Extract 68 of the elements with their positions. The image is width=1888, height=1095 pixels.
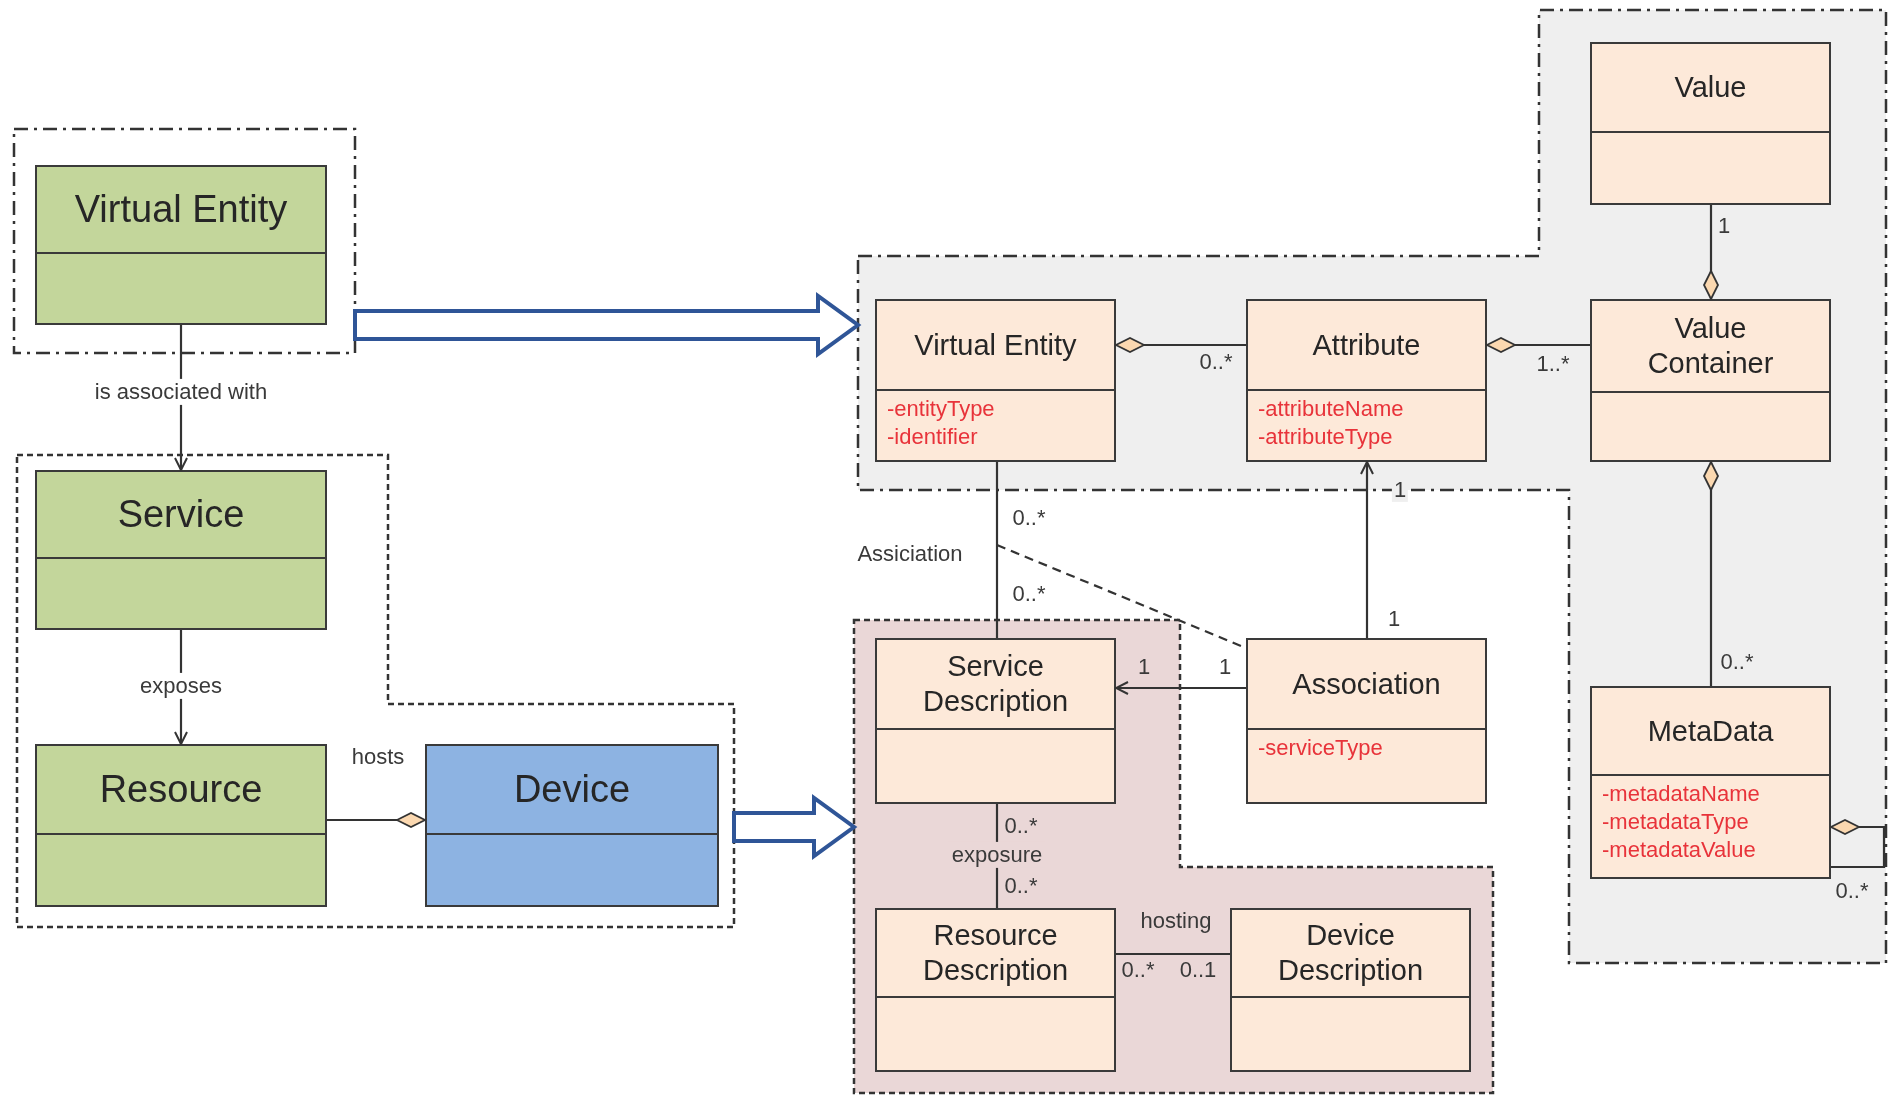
block-arrow <box>353 292 862 358</box>
aggregation-line <box>1115 337 1246 353</box>
attribute-text: -entityType <box>887 395 996 423</box>
class-name: MetaData <box>1647 713 1774 749</box>
multiplicity-label: 1 <box>1218 654 1232 680</box>
aggregation-line <box>1703 205 1719 300</box>
class-name: Resource <box>99 766 263 812</box>
class-box <box>35 744 327 907</box>
arrow <box>174 630 188 745</box>
attribute-text: -serviceType <box>1258 734 1384 762</box>
class-name: Device <box>513 766 631 812</box>
arrow <box>1115 681 1246 695</box>
class-name: Device Description <box>1276 918 1425 988</box>
multiplicity-label: 0..* <box>1012 505 1046 531</box>
class-name: Service Description <box>921 649 1070 719</box>
attribute-text: -attributeName <box>1258 395 1405 423</box>
class-box <box>35 165 327 325</box>
multiplicity-label: 0..* <box>1199 349 1233 375</box>
class-name: Value Container <box>1646 311 1775 381</box>
multiplicity-label: 1..* <box>1536 351 1570 377</box>
block-arrow <box>732 794 858 860</box>
class-box <box>1246 299 1487 462</box>
multiplicity-label: 0..* <box>1004 873 1038 899</box>
association-name: Assiciation <box>857 541 963 567</box>
dashed-region <box>14 129 355 353</box>
arrow <box>1360 461 1374 638</box>
class-box <box>425 744 719 907</box>
class-box <box>875 638 1116 804</box>
class-box <box>1590 42 1831 205</box>
connector-line <box>995 804 999 908</box>
class-name: Association <box>1292 666 1441 702</box>
multiplicity-label: 0..1 <box>1179 957 1217 983</box>
class-name: Service <box>117 491 245 537</box>
attribute-text: -attributeType <box>1258 423 1394 451</box>
multiplicity-label: 0..* <box>1012 581 1046 607</box>
multiplicity-label: 0..* <box>1121 957 1155 983</box>
aggregation-line <box>1830 819 1886 869</box>
multiplicity-label: 0..* <box>1720 649 1754 675</box>
class-name: Virtual Entity <box>74 186 288 232</box>
arrow <box>174 325 188 471</box>
connector-line <box>995 462 999 638</box>
class-name: Resource Description <box>921 918 1070 988</box>
multiplicity-label: 0..* <box>1835 878 1869 904</box>
attribute-text: -metadataType <box>1602 808 1750 836</box>
attribute-text: -identifier <box>887 423 979 451</box>
attribute-text: -metadataName <box>1602 780 1761 808</box>
class-box <box>1246 638 1487 804</box>
aggregation-line <box>1486 337 1590 353</box>
connector-line <box>1116 952 1230 956</box>
dashed-region <box>17 455 734 927</box>
multiplicity-label: 1 <box>1387 606 1401 632</box>
aggregation-line <box>327 812 426 828</box>
attribute-text: -metadataValue <box>1602 836 1757 864</box>
class-box <box>35 470 327 630</box>
aggregation-line <box>1703 461 1719 686</box>
class-box <box>1590 299 1831 462</box>
multiplicity-label: 1 <box>1717 213 1731 239</box>
class-box <box>1230 908 1471 1072</box>
multiplicity-label: 0..* <box>1004 813 1038 839</box>
edge-label: hosting <box>1139 907 1213 935</box>
class-name: Value <box>1674 70 1747 105</box>
class-box <box>875 908 1116 1072</box>
multiplicity-label: 1 <box>1137 654 1151 680</box>
class-name: Virtual Entity <box>914 327 1077 363</box>
class-name: Attribute <box>1312 327 1421 363</box>
class-box <box>1590 686 1831 879</box>
edge-label: hosts <box>350 743 406 771</box>
class-box <box>875 299 1116 462</box>
